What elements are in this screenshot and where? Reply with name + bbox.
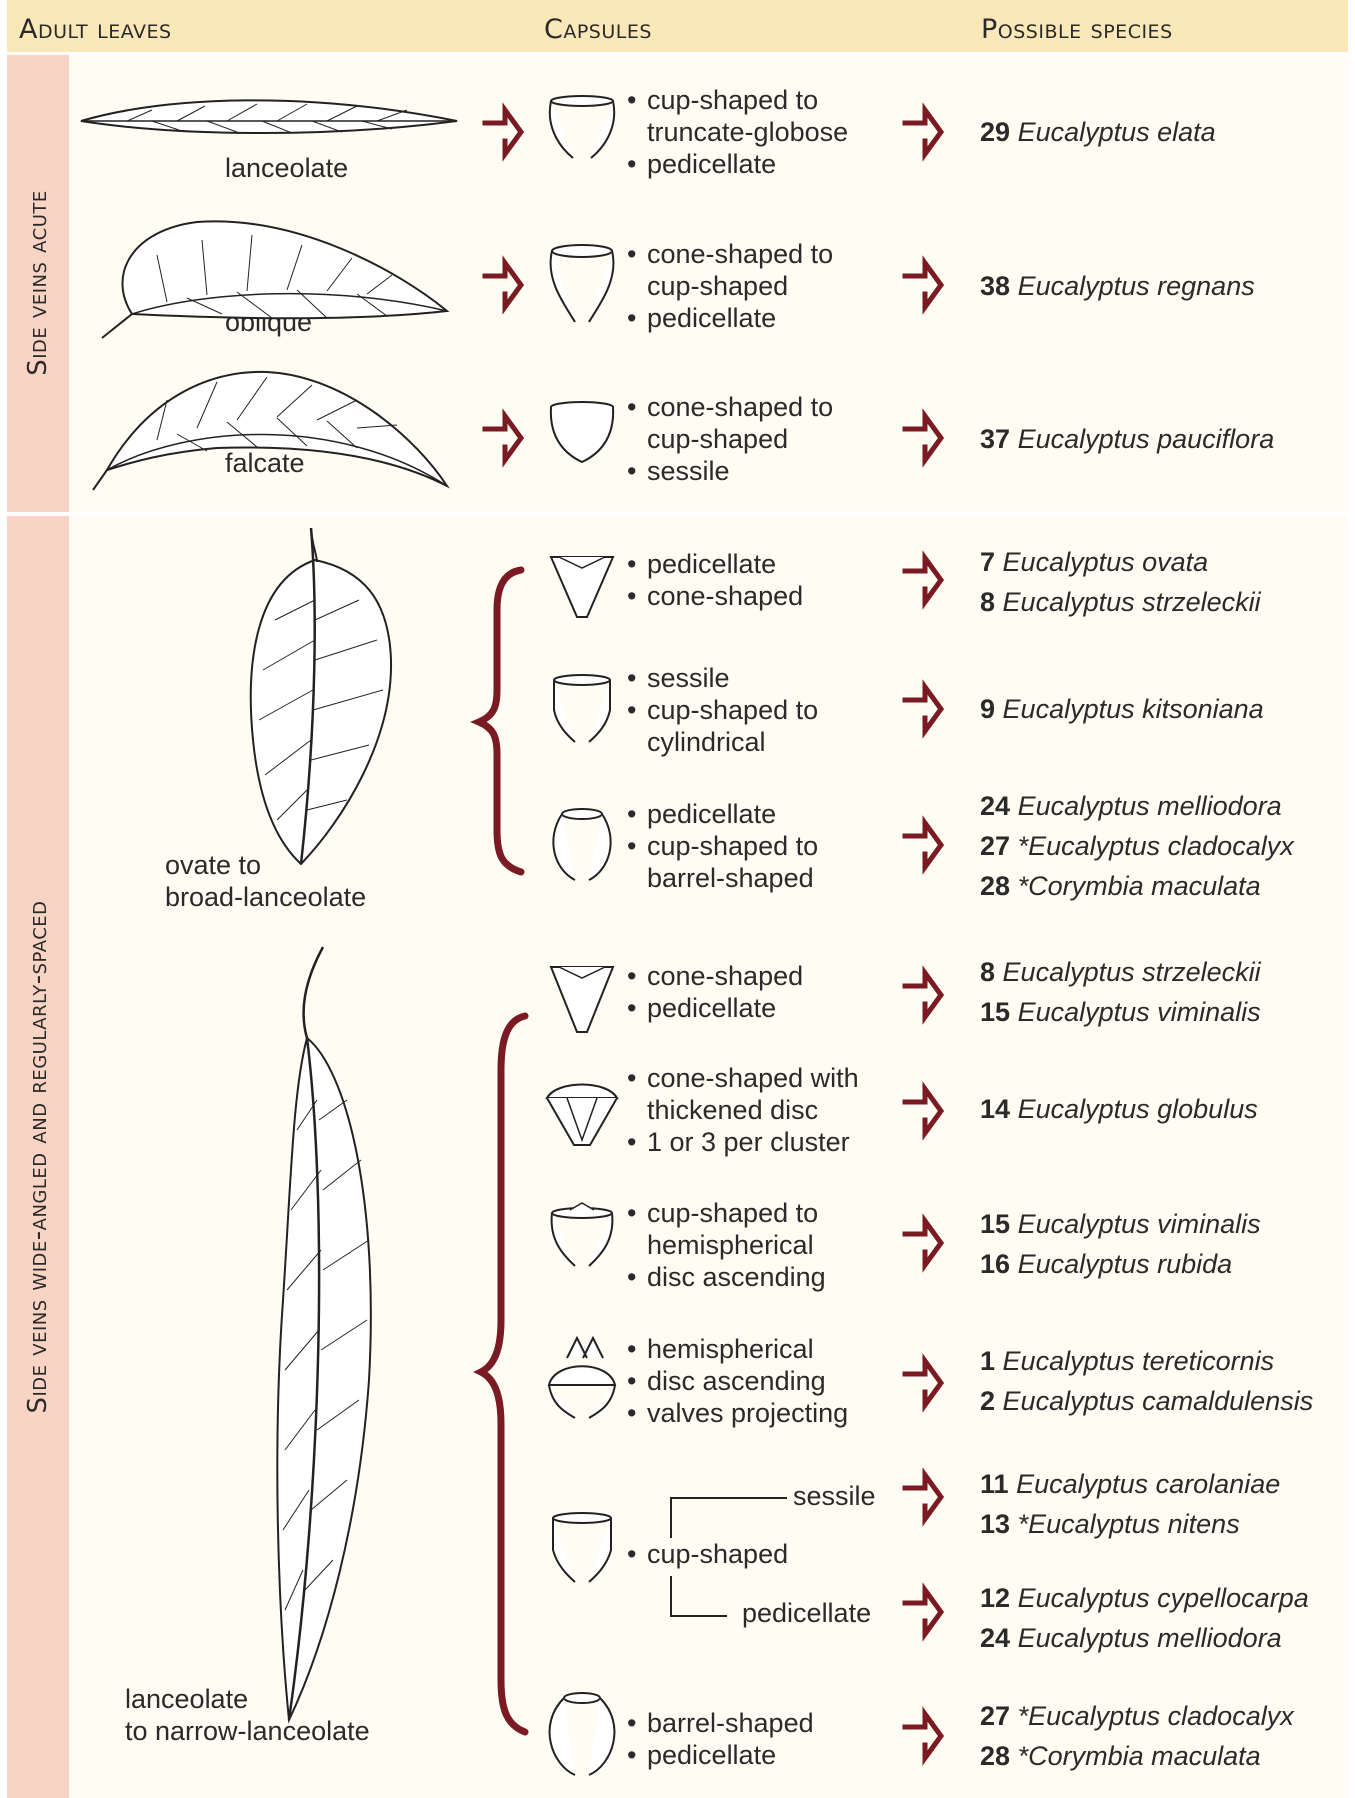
arrow-right-icon [905, 1089, 941, 1133]
brace-group-2 [481, 1016, 525, 1732]
capsule-cone-pedicellate-2-icon [551, 967, 613, 1032]
arrow-right-icon [485, 110, 521, 154]
capsule-valves-projecting-icon [549, 1338, 615, 1418]
capsule-branch-bracket [671, 1498, 787, 1616]
leaf-narrow-lanceolate-icon [277, 947, 371, 1720]
leaf-lanceolate-icon [81, 100, 457, 133]
arrow-right-icon [905, 687, 941, 731]
capsule-cup-shaped-icon [553, 1513, 611, 1582]
arrow-right-icon [905, 263, 941, 307]
capsule-barrel-icon [553, 809, 610, 880]
capsule-barrel-pedicellate-icon [550, 1693, 615, 1775]
arrow-right-icon [905, 973, 941, 1017]
capsule-cone-sessile-icon [551, 402, 613, 462]
arrow-right-icon [905, 110, 941, 154]
capsule-cone-pedicellate-icon [551, 557, 613, 617]
arrow-right-icon [905, 558, 941, 602]
arrow-right-icon [905, 1714, 941, 1758]
capsule-hemispherical-icon [552, 1203, 613, 1266]
leaf-falcate-icon [93, 372, 447, 490]
arrow-right-icon [905, 1221, 941, 1265]
arrow-right-icon [905, 823, 941, 867]
arrow-right-icon [905, 416, 941, 460]
brace-group-1 [479, 570, 521, 872]
arrow-right-icon [905, 1475, 941, 1519]
capsule-cone-cup-icon [551, 245, 614, 322]
capsule-cup-truncate-icon [550, 96, 614, 158]
capsule-cup-cylindrical-icon [554, 675, 610, 742]
arrow-right-icon [905, 1590, 941, 1634]
capsule-thickened-disc-icon [547, 1085, 617, 1146]
key-diagram: Adult leaves Capsules Possible species S… [7, 0, 1348, 1798]
illustration-layer [7, 0, 1348, 1798]
arrow-right-icon [485, 263, 521, 307]
arrow-right-icon [905, 1361, 941, 1405]
arrow-right-icon [485, 416, 521, 460]
leaf-ovate-icon [251, 528, 391, 864]
leaf-oblique-icon [102, 221, 447, 338]
